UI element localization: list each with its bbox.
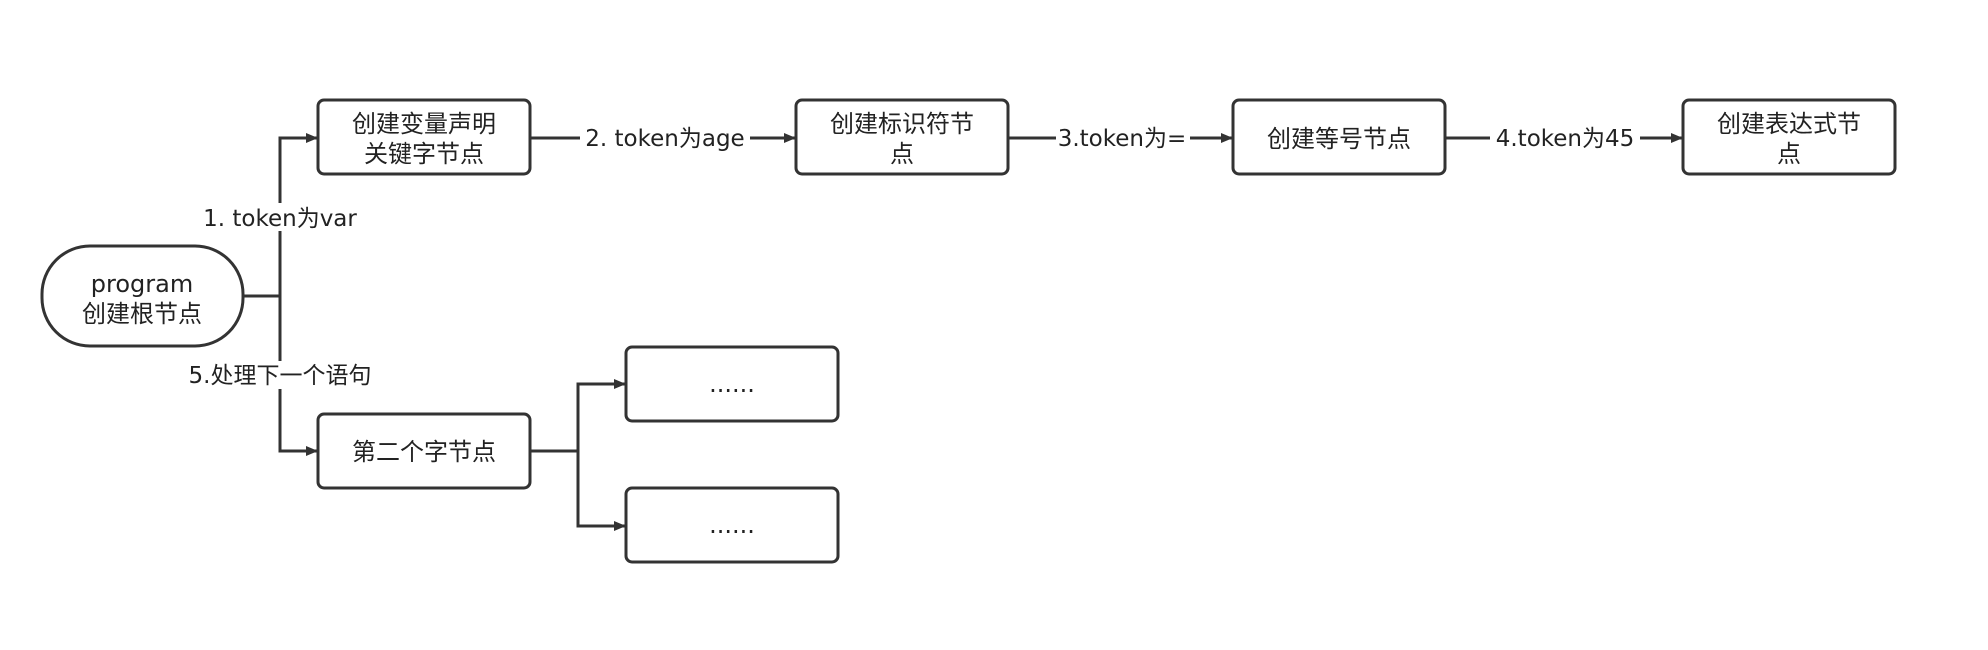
node-expression-line-1: 创建表达式节: [1717, 110, 1861, 138]
edge-label-1-text: 1. token为var: [203, 206, 357, 232]
node-var-decl-line-2: 关键字节点: [364, 140, 484, 168]
edge-label-2: 2. token为age: [580, 124, 750, 152]
edge-label-5: 5.处理下一个语句: [176, 361, 384, 389]
node-child-b: ......: [624, 486, 840, 564]
node-second-line-1: 第二个字节点: [352, 438, 496, 466]
edge-root-to-second: [278, 296, 318, 456]
edge-label-5-text: 5.处理下一个语句: [189, 363, 372, 389]
node-child-a-line-1: ......: [709, 370, 755, 398]
edge-label-4-text: 4.token为45: [1496, 126, 1635, 152]
node-expression-line-2: 点: [1777, 140, 1801, 168]
edge-label-3: 3.token为=: [1056, 124, 1190, 152]
edge-label-1: 1. token为var: [198, 203, 363, 232]
node-root: program 创建根节点: [40, 244, 245, 348]
edge-label-2-text: 2. token为age: [585, 126, 744, 152]
node-expression: 创建表达式节 点: [1681, 98, 1897, 176]
node-var-decl-line-1: 创建变量声明: [352, 110, 496, 138]
node-second: 第二个字节点: [316, 412, 532, 490]
edge-label-3-text: 3.token为=: [1058, 126, 1187, 152]
node-equals: 创建等号节点: [1231, 98, 1447, 176]
node-identifier-line-2: 点: [890, 140, 914, 168]
node-equals-line-1: 创建等号节点: [1267, 125, 1411, 153]
node-root-line-1: program: [91, 270, 193, 298]
node-identifier: 创建标识符节 点: [794, 98, 1010, 176]
node-root-line-2: 创建根节点: [82, 300, 202, 328]
edge-root-to-var-decl: [278, 133, 318, 296]
node-var-decl: 创建变量声明 关键字节点: [316, 98, 532, 176]
node-child-b-line-1: ......: [709, 511, 755, 539]
edge-second-to-child-a: [576, 379, 626, 451]
edge-second-to-child-b: [576, 451, 626, 531]
node-child-a: ......: [624, 345, 840, 423]
edge-label-4: 4.token为45: [1490, 124, 1640, 152]
node-identifier-line-1: 创建标识符节: [830, 110, 974, 138]
